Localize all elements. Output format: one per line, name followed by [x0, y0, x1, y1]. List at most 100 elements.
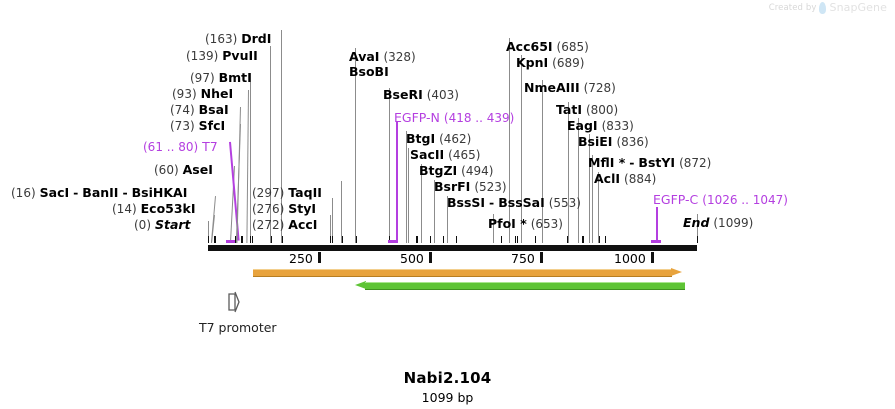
label-egfp-n-feature[interactable]: EGFP-N (418 .. 439) [394, 111, 514, 125]
label-saci-position: (16) [11, 186, 36, 200]
label-sfci-position: (73) [170, 119, 195, 133]
cut-tick-97 [252, 236, 253, 243]
cut-tick-73 [241, 236, 242, 243]
label-bsssi-name: BssSI [447, 195, 486, 210]
cds-orange-arrowhead-icon [671, 268, 682, 276]
leader-line-taqii [341, 181, 342, 243]
leader-line-egfp-c-feature [656, 207, 658, 241]
cut-tick-297 [342, 236, 343, 243]
feature-cap-egfp-n[interactable] [388, 240, 398, 243]
cut-tick-60 [235, 236, 236, 243]
label-acc65i-name: Acc65I [506, 39, 553, 54]
label-end-position: (1099) [713, 216, 754, 230]
label-styi[interactable]: (276) StyI [252, 202, 316, 216]
label-tati[interactable]: TatI (800) [556, 103, 618, 117]
label-drdi-position: (163) [205, 32, 238, 46]
label-sfci[interactable]: (73) SfcI [170, 119, 225, 133]
snapgene-leaf-icon [819, 1, 827, 14]
label-bmti[interactable]: (97) BmtI [190, 71, 252, 85]
label-kpni[interactable]: KpnI (689) [516, 56, 584, 70]
ruler-label-500: 500 [400, 251, 424, 266]
label-egfp-c-feature[interactable]: EGFP-C (1026 .. 1047) [653, 193, 788, 207]
ruler-tick-750 [540, 252, 543, 263]
watermark-created-by-text: Created by [768, 2, 817, 13]
label-pfoi[interactable]: PfoI * (653) [488, 217, 563, 231]
label-acc65i[interactable]: Acc65I (685) [506, 40, 589, 54]
label-saci-banii-bsihkai[interactable]: (16) SacI - BanII - BsiHKAI [11, 186, 187, 200]
label-nhei-name: NheI [200, 86, 234, 101]
label-mfli-bstyi[interactable]: MflI * - BstYI (872) [588, 156, 711, 170]
label-bsobi[interactable]: BsoBI [349, 65, 389, 78]
label-t7-feature[interactable]: (61 .. 80) T7 [143, 140, 218, 154]
promoter-arrow-icon[interactable] [226, 290, 244, 314]
leader-line-egfp-n-feature [396, 122, 398, 241]
label-btgzi[interactable]: BtgZI (494) [419, 164, 493, 178]
label-bsobi-name: BsoBI [349, 64, 389, 79]
label-nmeaiii-name: NmeAIII [524, 80, 580, 95]
leader-line-start [208, 221, 209, 243]
label-start[interactable]: (0) Start [134, 218, 191, 232]
cut-tick-16 [215, 236, 216, 243]
label-nmeaiii[interactable]: NmeAIII (728) [524, 81, 616, 95]
label-bsssi-bsssai[interactable]: BssSI - BssSaI (553) [447, 196, 581, 210]
label-bmti-position: (97) [190, 71, 215, 85]
cut-tick-276 [332, 236, 333, 243]
leader-line-mfli-bstyi [592, 155, 593, 243]
label-bsssai-name: BssSaI [498, 195, 545, 210]
label-btgi-position: (462) [439, 132, 472, 146]
feature-cap-egfp-c[interactable] [651, 240, 661, 243]
label-eco53ki[interactable]: (14) Eco53kI [112, 202, 196, 216]
label-egfp-n-position: (418 .. 439) [443, 111, 515, 125]
label-start-position: (0) [134, 218, 151, 232]
cut-tick-523 [443, 236, 444, 243]
label-sacii-name: SacII [410, 147, 445, 162]
ruler-tick-500 [429, 252, 432, 263]
label-acci[interactable]: (272) AccI [252, 218, 317, 232]
cut-tick-462 [416, 236, 417, 243]
label-kpni-name: KpnI [516, 55, 549, 70]
label-btgi-name: BtgI [406, 131, 436, 146]
cut-tick-465 [417, 236, 418, 243]
label-drdi[interactable]: (163) DrdI [205, 32, 271, 46]
label-avai[interactable]: AvaI (328) [349, 50, 416, 64]
label-btgi[interactable]: BtgI (462) [406, 132, 471, 146]
cut-tick-14 [214, 236, 215, 243]
label-bsrfi[interactable]: BsrFI (523) [434, 180, 507, 194]
label-sep-4: - [629, 155, 635, 170]
map-title-block: Nabi2.104 1099 bp [0, 369, 895, 405]
leader-line-bsiei [589, 134, 590, 243]
label-bseri-name: BseRI [383, 87, 423, 102]
sequence-length-label: 1099 bp [421, 390, 474, 405]
label-sacii[interactable]: SacII (465) [410, 148, 480, 162]
feature-cap-t7[interactable] [226, 240, 235, 243]
cds-green-arrowhead-icon [355, 281, 366, 289]
label-eagi-position: (833) [601, 119, 634, 133]
label-asei[interactable]: (60) AseI [154, 163, 213, 177]
label-acci-name: AccI [288, 217, 318, 232]
leader-line-avai-bsobi [355, 48, 356, 243]
cut-tick-1099 [697, 236, 698, 243]
label-taqii[interactable]: (297) TaqII [252, 186, 322, 200]
label-bstyi-name: BstYI [638, 155, 676, 170]
label-end[interactable]: End (1099) [683, 216, 753, 230]
label-pvuii-name: PvuII [222, 48, 258, 63]
page-title: Nabi2.104 [403, 369, 492, 387]
cut-tick-403 [389, 236, 390, 243]
label-nhei[interactable]: (93) NheI [172, 87, 233, 101]
cds-green-feature[interactable] [355, 281, 685, 290]
label-bsai-name: BsaI [198, 102, 229, 117]
label-bsiei[interactable]: BsiEI (836) [578, 135, 649, 149]
label-eagi[interactable]: EagI (833) [567, 119, 634, 133]
label-mfli-position: (872) [679, 156, 712, 170]
sequence-backbone[interactable] [208, 245, 697, 251]
label-acli[interactable]: AclI (884) [594, 172, 656, 186]
ruler-label-1000: 1000 [614, 251, 646, 266]
label-banii-name: BanII [82, 185, 119, 200]
label-pfoi-name: PfoI * [488, 216, 527, 231]
cds-orange-feature[interactable] [253, 268, 683, 277]
label-bseri[interactable]: BseRI (403) [383, 88, 459, 102]
label-pvuii[interactable]: (139) PvuII [186, 49, 258, 63]
label-bsai[interactable]: (74) BsaI [170, 103, 229, 117]
label-bseri-position: (403) [426, 88, 459, 102]
cut-tick-689 [517, 236, 518, 243]
